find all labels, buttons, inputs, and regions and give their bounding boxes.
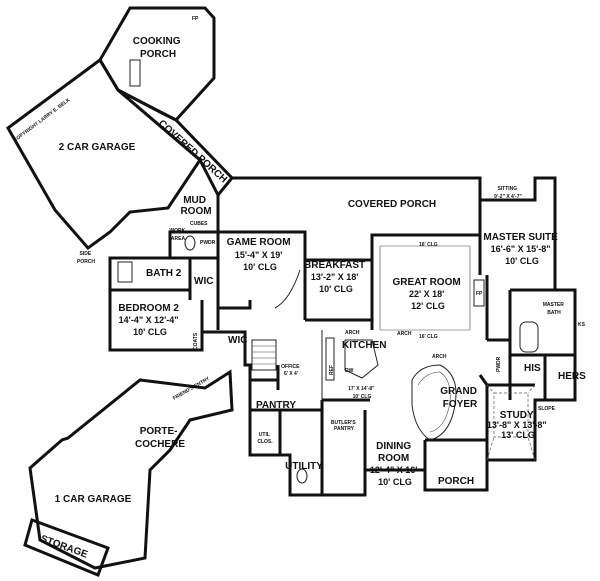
pwdr-label: PWDR	[200, 240, 216, 246]
grand-stair	[411, 364, 457, 441]
breakfast-label: BREAKFAST 13'-2" X 18' 10' CLG	[304, 260, 368, 294]
utility-toilet	[296, 468, 308, 484]
arch-note: ARCH	[345, 330, 360, 336]
covered-porch-diag-outline	[117, 88, 235, 198]
office-label: OFFICE 6' X 4'	[281, 364, 301, 377]
covered-porch-label: COVERED PORCH	[348, 199, 436, 210]
ref-note: REF	[329, 365, 335, 375]
sitting-label: SITTING 9'-2" X 4'-7"	[494, 186, 522, 200]
office-stair	[251, 339, 277, 371]
cooking-porch-label: COOKING PORCH	[133, 36, 184, 60]
great-room-clg-top: 16' CLG	[419, 242, 438, 248]
storage-outline	[23, 518, 110, 577]
master-bath-label: MASTER BATH	[543, 302, 566, 316]
great-room-fp-note: FP	[476, 291, 483, 297]
master-suite-label: MASTER SUITE 16'-6" X 15'-8" 10' CLG	[483, 232, 560, 266]
covered-porch-outline	[232, 176, 557, 232]
wic2-label: WIC	[228, 335, 247, 346]
room-labels: COOKING PORCH FP COPYRIGHT LARRY E. BELK…	[13, 16, 587, 561]
dw-note: DW	[345, 368, 354, 374]
dining-room-label: DINING ROOM 12'-4" X 16' 10' CLG	[370, 441, 420, 487]
cooking-porch-fp-note: FP	[192, 16, 199, 22]
hers-label: HERS	[558, 371, 586, 382]
coats-note: COATS	[193, 332, 199, 350]
mud-room-label: MUD ROOM	[180, 195, 211, 217]
kitchen-dims: 17' X 14'-8" 10' CLG	[348, 386, 376, 400]
kitchen-label: KITCHEN	[342, 340, 386, 351]
ks-note: KS	[578, 322, 586, 328]
arch2-note: ARCH	[432, 354, 447, 360]
game-room-label: GAME ROOM 15'-4" X 19' 10' CLG	[227, 237, 294, 272]
porch-label: PORCH	[438, 476, 474, 487]
cubes-note: CUBES	[190, 221, 208, 227]
great-room-label: GREAT ROOM 22' X 18' 12' CLG	[393, 277, 464, 311]
great-room-fireplace	[473, 279, 485, 307]
bedroom2-label: BEDROOM 2 14'-4" X 12'-4" 10' CLG	[118, 303, 181, 337]
exterior-walls	[6, 6, 577, 577]
utility-label: UTILITY	[285, 461, 323, 472]
bath2-label: BATH 2	[146, 268, 182, 279]
fixtures	[117, 59, 539, 484]
pantry-label: PANTRY	[256, 400, 296, 411]
pwdr2-label: PWDR	[496, 356, 502, 372]
his-label: HIS	[524, 363, 541, 374]
grand-foyer-label: GRAND FOYER	[440, 386, 479, 410]
garage2-outline	[6, 57, 202, 251]
study-label: STUDY 13'-8" X 13'-8" 13' CLG	[487, 410, 549, 440]
covered-porch-diag-label: COVERED PORCH	[156, 118, 229, 185]
slope-note: SLOPE	[538, 406, 556, 412]
util-clos-label: UTIL CLOS.	[257, 432, 273, 445]
great-room-clg-bottom: 16' CLG	[419, 334, 438, 340]
work-area-label: WORK AREA	[169, 228, 186, 242]
kitchen-island	[344, 339, 379, 379]
kitchen-counter	[325, 337, 335, 381]
pwdr-toilet	[184, 235, 196, 251]
arch3-note: ARCH	[397, 331, 412, 337]
butlers-pantry-label: BUTLER'S PANTRY	[331, 420, 357, 432]
study-ceiling	[493, 392, 529, 438]
garage2-label: 2 CAR GARAGE	[59, 142, 136, 153]
wic-label: WIC	[194, 276, 213, 287]
master-tub	[519, 321, 539, 353]
cooking-porch-outline	[98, 6, 216, 122]
porte-cochere-label: PORTE- COCHERE	[135, 426, 185, 450]
garage1-label: 1 CAR GARAGE	[55, 494, 132, 505]
garage1-outline	[28, 369, 234, 570]
bath2-tub	[117, 261, 133, 283]
side-porch-label: SIDE PORCH	[77, 251, 95, 265]
cooking-porch-grill	[129, 59, 141, 87]
